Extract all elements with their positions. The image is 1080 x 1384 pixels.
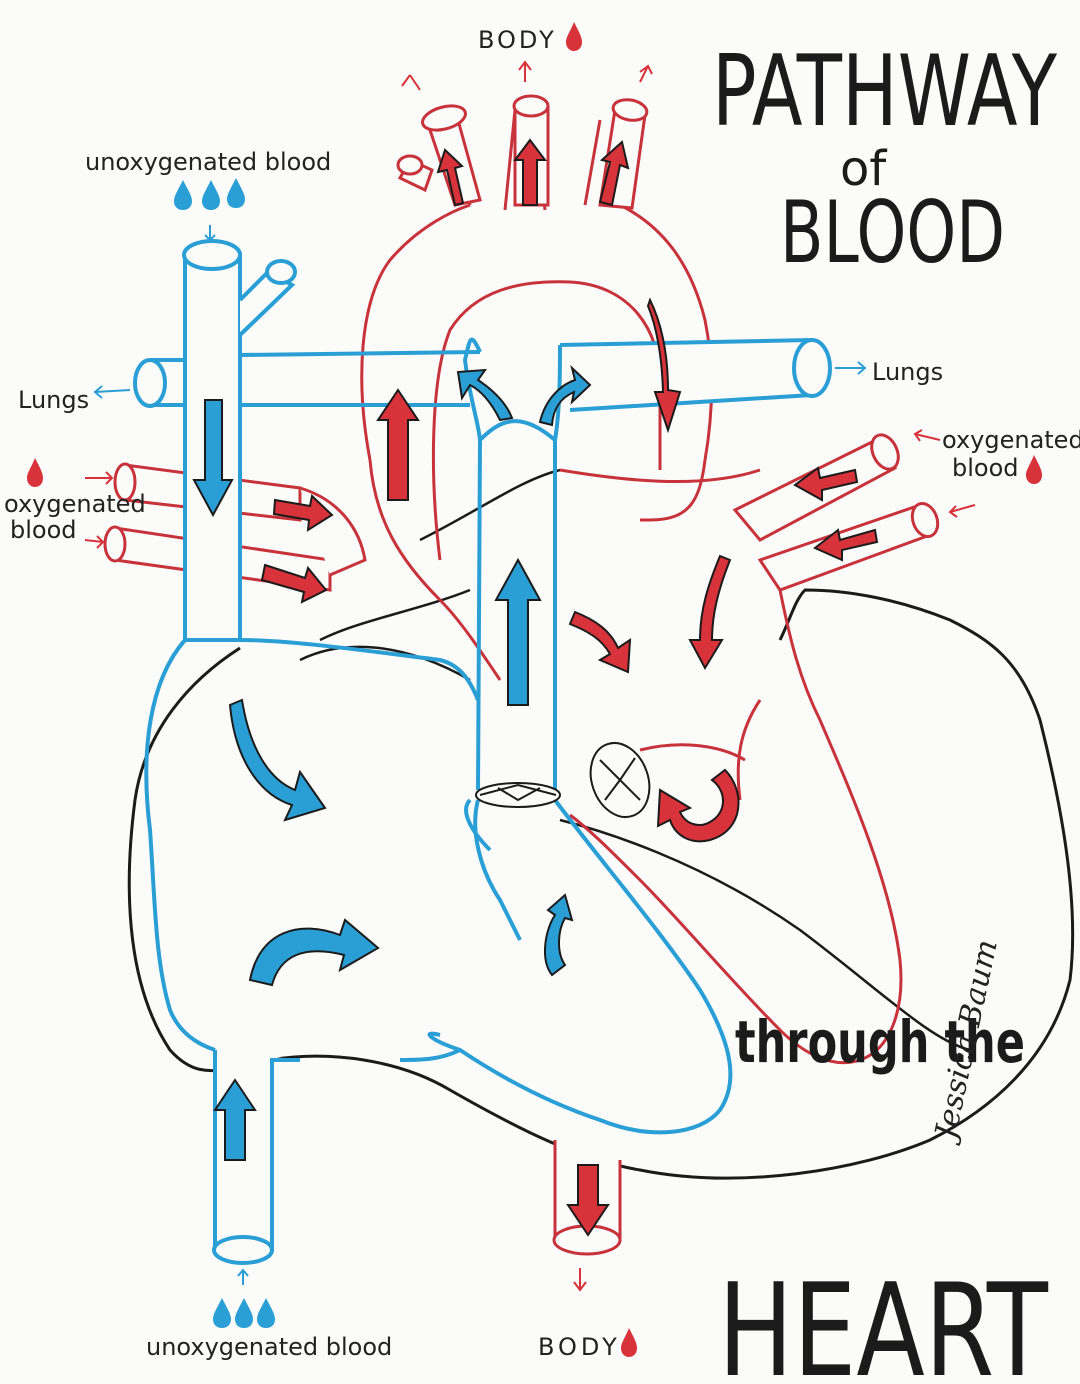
arrow-pa-left [456,368,514,422]
blue-drop [227,178,245,208]
pointer-arrows [84,60,976,1292]
label-oxygenated-right-1: oxygenated [942,426,1080,454]
red-flow-arrows [260,138,879,1237]
red-drop [27,458,43,487]
arrow-pv-right-2 [813,528,879,562]
arrow-ra-curve [228,698,327,822]
valves [475,742,651,818]
heart-inner-outline [299,645,971,1052]
blue-drop [257,1298,275,1328]
arrow-pv-right-1 [793,466,859,502]
arrow-la-1 [568,610,632,674]
arrow-desc-aorta [566,1164,610,1237]
arrow-pv-left-2 [260,563,328,604]
heart-outer-outline [127,588,1075,1180]
arrow-la-2 [688,554,732,671]
label-lungs-left: Lungs [18,386,89,414]
blue-drop [174,180,192,210]
left-atrium-ventricle [559,468,903,1065]
red-drop [621,1328,637,1357]
arrow-pa-right [538,364,592,427]
label-body-top: BODY [478,26,557,54]
label-oxygenated-right-2: blood [952,454,1019,482]
blue-drop [235,1298,253,1328]
label-oxygenated-left-1: oxygenated [4,490,146,518]
pulmonary-artery-branches [133,337,832,412]
arrow-pv-left-1 [272,494,334,532]
title-through-the: through the [735,1008,1025,1076]
title-pathway: PATHWAY [712,35,1058,149]
title-heart: HEART [718,1257,1049,1384]
title-blood: BLOOD [780,183,1005,283]
arrow-aorta-up [376,388,420,501]
label-oxygenated-left-2: blood [10,516,77,544]
arrow-branch-2 [513,138,547,206]
arrow-ivc-up [213,1078,257,1161]
label-unoxygenated-top: unoxygenated blood [85,148,331,176]
blue-drop [213,1298,231,1328]
pulmonary-veins-right [732,433,940,592]
arrow-branch-1 [436,148,465,207]
left-atrium-wall [319,468,561,642]
arrow-trunk-up [494,557,542,706]
arrow-rv-up [544,893,574,977]
arrow-rv-curve [248,918,380,987]
blue-drop [202,180,220,210]
label-lungs-right: Lungs [872,358,943,386]
blue-flow-arrows [192,364,592,1161]
label-unoxygenated-bottom: unoxygenated blood [146,1333,392,1361]
arrow-branch-3 [598,140,630,207]
red-drop [566,22,582,51]
title-of: of [840,141,887,197]
arrow-aorta-down [646,297,682,434]
arrow-svc-down [192,399,234,518]
label-body-bottom: BODY [538,1333,621,1361]
right-atrium-ventricle [144,638,733,1135]
arrow-lv-hook [656,768,740,843]
red-drop [1026,455,1042,484]
